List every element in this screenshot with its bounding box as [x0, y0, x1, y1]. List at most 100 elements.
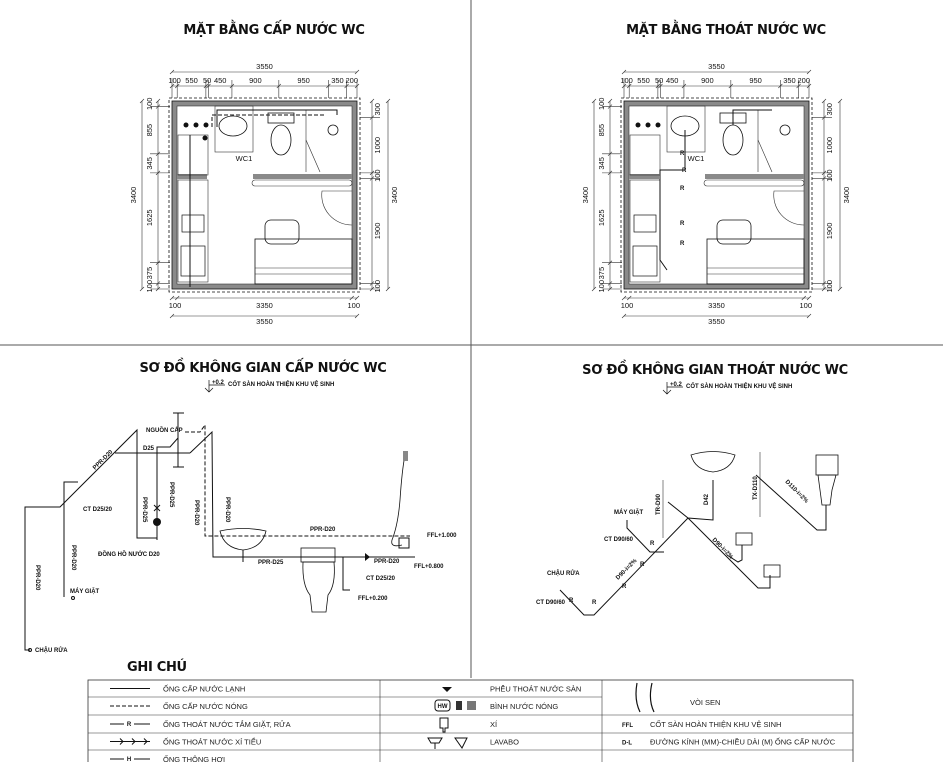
floor-drain-icon	[442, 687, 452, 692]
legend-line-label: ỐNG THOÁT NƯỚC XÍ TIỂU	[163, 737, 261, 747]
valve-icon	[645, 122, 651, 128]
dimension-label: 100	[348, 301, 361, 310]
legend-symbol-label: PHỄU THOÁT NƯỚC SÀN	[490, 685, 581, 694]
dimension-tick	[354, 295, 360, 301]
shower-door	[757, 139, 773, 173]
dimension-tick	[169, 313, 175, 319]
drain-label-main: D90-i=2%	[615, 558, 639, 582]
lavabo-icon	[427, 737, 468, 749]
line-mark-label: H	[127, 757, 131, 762]
dimension-label: 100	[597, 98, 606, 111]
dimension-tick	[591, 286, 597, 292]
drain-label-ct_sink: CT D90/60	[536, 600, 566, 606]
pipe-mark-label: R	[680, 241, 685, 247]
legend-line-label: ỐNG CẤP NƯỚC NÓNG	[163, 701, 248, 711]
dimension-label: 3400	[842, 187, 851, 204]
room-interior	[176, 105, 353, 285]
shower-head-icon	[403, 451, 408, 461]
supply-label-ffl_1: FFL+1.000	[427, 533, 457, 539]
water-heater-icon	[467, 701, 476, 710]
washer-branch	[63, 481, 78, 597]
dimension-label: 450	[214, 76, 227, 85]
shower-drain-icon	[327, 124, 339, 136]
meter-riser	[156, 437, 179, 540]
shower-door	[305, 139, 321, 173]
toilet-supply	[342, 557, 350, 591]
dimension-label: 900	[249, 76, 262, 85]
dimension-label: 100	[825, 280, 834, 293]
drain-label-washer: MÁY GIẶT	[614, 509, 644, 516]
supply-label-hot_h: PPR-D20	[310, 527, 336, 533]
cold-pipe-right	[189, 430, 415, 558]
toilet-tank-icon	[300, 547, 336, 563]
dimension-label: 1000	[373, 137, 382, 154]
legend-line-sample: H	[110, 754, 150, 762]
partition-wall	[253, 174, 352, 179]
dimension-tick	[621, 69, 627, 75]
stove-icon	[633, 214, 657, 233]
chair-icon	[264, 219, 300, 245]
toilet-icon	[439, 717, 449, 733]
cabinet	[251, 179, 353, 187]
arrow-icon	[365, 553, 370, 561]
floor-drain-pipe	[687, 517, 771, 589]
valve-icon	[635, 122, 641, 128]
lavabo-icon	[690, 451, 736, 473]
valve-icon	[202, 135, 208, 141]
drain-label-tx: TX-D110	[753, 476, 759, 500]
level-note: CỐT SÀN HOÀN THIỆN KHU VỆ SINH	[686, 382, 792, 390]
drain-main	[559, 517, 689, 616]
dimension-label: 50	[203, 76, 211, 85]
toilet-icon	[270, 124, 292, 156]
dimension-tick	[354, 69, 360, 75]
lavabo-drain	[667, 480, 714, 521]
supply-label-cold_h1: PPR-D25	[258, 560, 284, 566]
dimension-label: 1000	[825, 137, 834, 154]
level-note: CỐT SÀN HOÀN THIỆN KHU VỆ SINH	[228, 380, 334, 388]
chevron-icon	[143, 738, 148, 745]
pipe-mark-label: R	[680, 186, 685, 192]
dimension-tick	[801, 295, 807, 301]
level-marker-icon	[662, 382, 683, 395]
shower-mixer-icon	[398, 537, 410, 549]
dimension-label: 345	[597, 157, 606, 170]
dimension-tick	[591, 98, 597, 104]
diagram-title: SƠ ĐỒ KHÔNG GIAN THOÁT NƯỚC WC	[582, 360, 848, 378]
shower-hose-icon	[391, 454, 406, 547]
dimension-label: 900	[701, 76, 714, 85]
floor-drain-branch	[726, 545, 743, 563]
level-mark-value: +0.2	[670, 382, 683, 388]
shower-drain-icon	[779, 124, 791, 136]
legend-symbol-label: BÌNH NƯỚC NÓNG	[490, 702, 558, 711]
dimension-label: 100	[620, 76, 633, 85]
dimension-label: 350	[783, 76, 796, 85]
dimension-label: 375	[145, 267, 154, 280]
mark-bg	[124, 719, 134, 728]
dimension-tick	[174, 295, 180, 301]
dimension-label: 100	[168, 76, 181, 85]
dimension-label: 3550	[256, 62, 273, 71]
outlet-icon	[71, 596, 75, 600]
dimension-tick	[169, 69, 175, 75]
partition-wall	[705, 174, 804, 179]
drain-label-d110: D110-i=2%	[784, 479, 810, 505]
valve-icon	[193, 122, 199, 128]
supply-label-ffl_2: FFL+0.800	[414, 564, 444, 570]
dimension-label: 50	[655, 76, 663, 85]
dimension-label: 375	[597, 267, 606, 280]
chevron-icon	[131, 738, 136, 745]
lavabo-icon	[219, 528, 267, 551]
hot-water-pipe	[211, 114, 325, 127]
drain-pipe	[659, 130, 686, 271]
dimension-tick	[369, 98, 375, 104]
dimension-tick	[607, 98, 613, 104]
supply-label-v1: PPR-D20	[34, 565, 40, 591]
plan-title: MẶT BẰNG CẤP NƯỚC WC	[183, 20, 364, 38]
dimension-label: 3350	[708, 301, 725, 310]
r-mark-label: R	[592, 600, 597, 606]
legend-symbol-label: LAVABO	[490, 738, 519, 747]
supply-label-ppr_d20_diag: PPR-D20	[92, 449, 115, 472]
